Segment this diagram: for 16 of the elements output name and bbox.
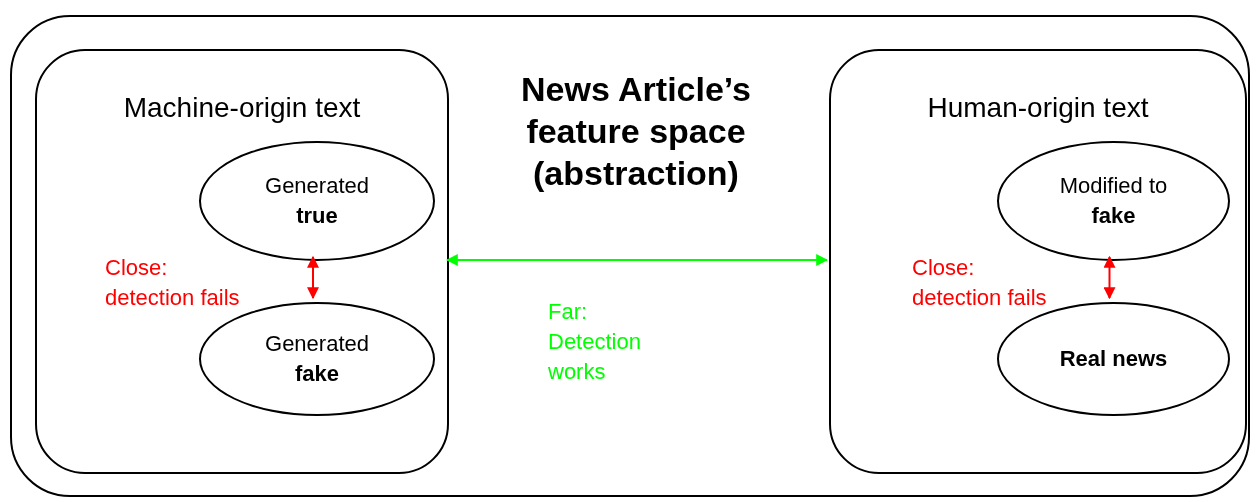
diagram-title: News Article’s feature space (abstraction)	[520, 69, 752, 194]
double-arrow	[307, 255, 319, 300]
node-label: Real news	[1058, 345, 1169, 373]
double-arrow	[445, 254, 829, 266]
annotation-text: Close: detection fails	[912, 254, 1048, 312]
node-label: Generated fake	[264, 330, 370, 388]
feature-space-region	[10, 15, 1250, 497]
double-arrow	[1103, 255, 1116, 300]
node-label: Generated true	[264, 172, 370, 230]
text-origin-box	[35, 49, 449, 474]
group-heading: Machine-origin text	[122, 91, 362, 125]
group-heading: Human-origin text	[926, 91, 1150, 125]
node-label: Modified to fake	[1058, 172, 1169, 230]
text-origin-box	[829, 49, 1247, 474]
annotation-text: Close: detection fails	[105, 254, 241, 312]
annotation-text: Far: Detection works	[548, 298, 642, 386]
